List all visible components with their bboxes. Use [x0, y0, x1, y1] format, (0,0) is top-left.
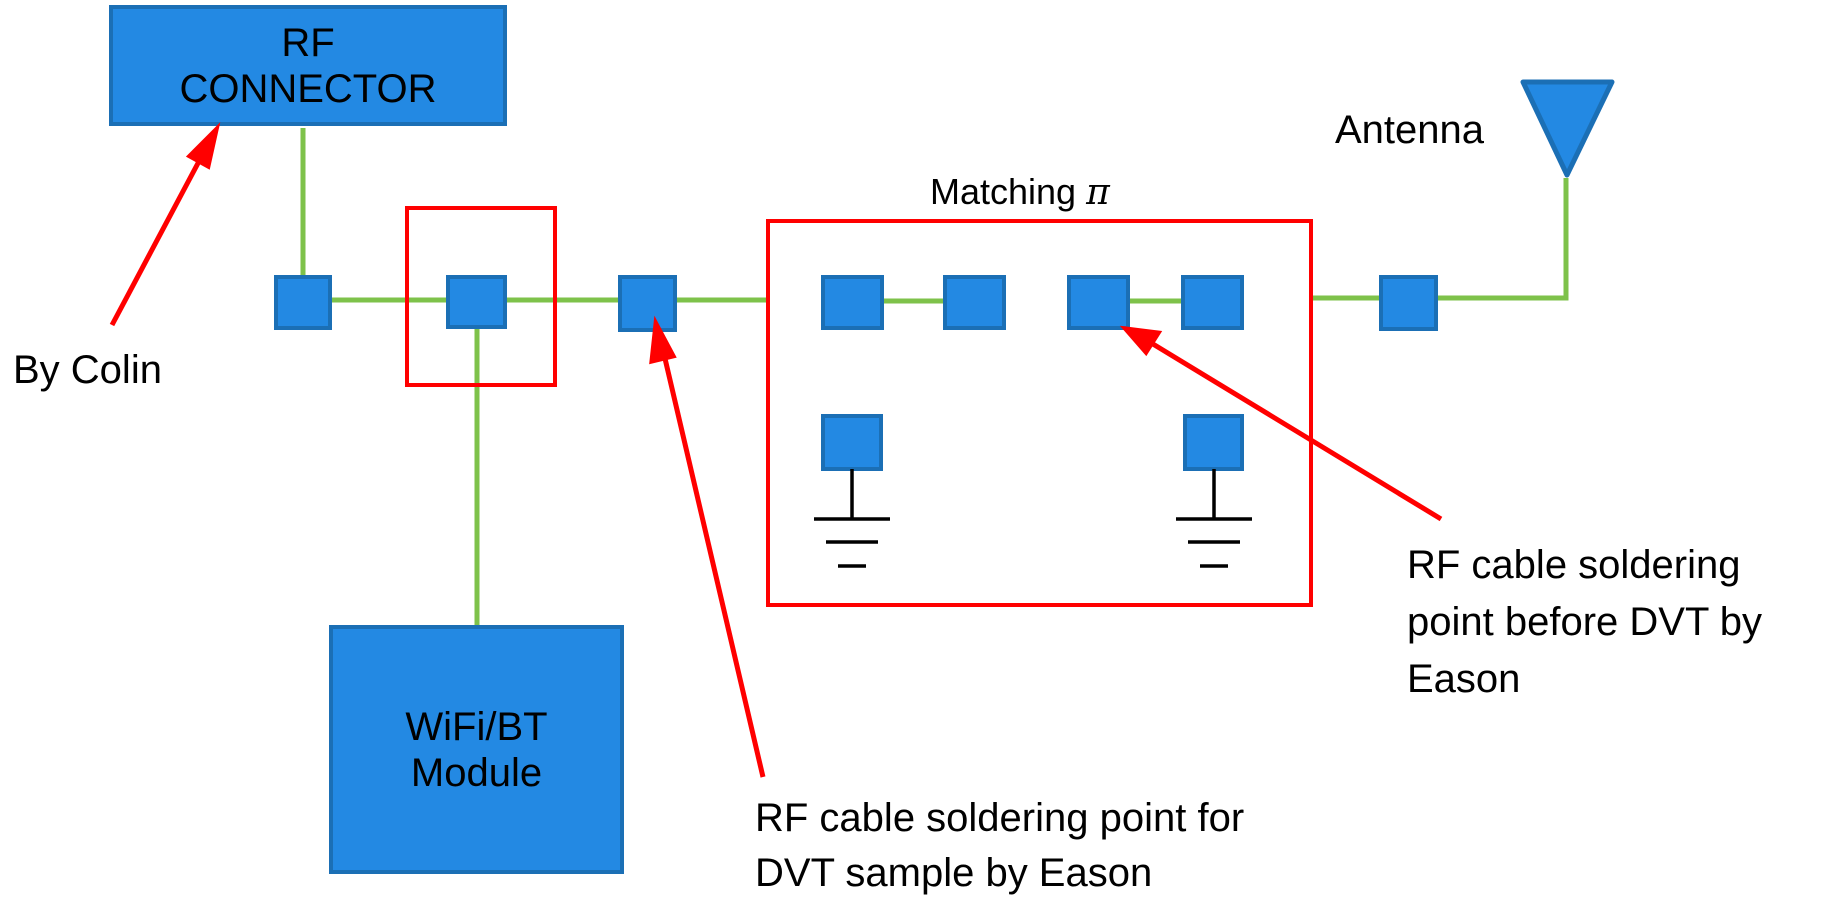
module-label: WiFi/BT Module: [405, 704, 548, 795]
pad-matching-series-1a: [821, 275, 884, 330]
pad-connector-branch: [274, 275, 332, 330]
pad-chip: [446, 275, 507, 329]
pad-dvt-sample: [618, 275, 677, 332]
rf-connector-block: [109, 5, 507, 126]
antenna-label: Antenna: [1335, 108, 1485, 152]
matching-title: Matching π: [930, 171, 1110, 213]
note-before-dvt: RF cable soldering point before DVT by E…: [1407, 543, 1763, 701]
pads: [274, 275, 1438, 471]
pad-antenna-feed: [1379, 275, 1438, 331]
pad-matching-series-2b: [1181, 275, 1244, 330]
matching-network-box: [766, 219, 1313, 607]
annotation-arrows: [109, 122, 1443, 778]
arrow-by-colin: [109, 148, 208, 327]
chip-highlight-box: [405, 206, 557, 387]
antenna-icon: [1520, 79, 1615, 178]
pad-matching-shunt-1: [821, 414, 883, 471]
wire-pad-to-antenna: [1436, 178, 1569, 301]
rf-connector-label: RF CONNECTOR: [179, 20, 437, 111]
module-block: [329, 625, 624, 874]
arrow-by-colin-head: [185, 122, 221, 170]
ground-icon: [814, 469, 890, 568]
pad-matching-series-2a: [1067, 275, 1130, 330]
wires: [300, 128, 1569, 625]
pad-matching-series-1b: [943, 275, 1006, 330]
note-dvt-sample: RF cable soldering point for DVT sample …: [755, 796, 1245, 895]
pad-matching-shunt-2: [1183, 414, 1244, 471]
arrow-before-dvt-head: [1119, 325, 1163, 357]
arrow-dvt-sample-head: [649, 315, 677, 365]
ground-icon: [1176, 469, 1252, 568]
by-colin-label: By Colin: [13, 348, 162, 392]
arrow-dvt-sample: [660, 349, 766, 778]
arrow-before-dvt: [1146, 338, 1443, 522]
